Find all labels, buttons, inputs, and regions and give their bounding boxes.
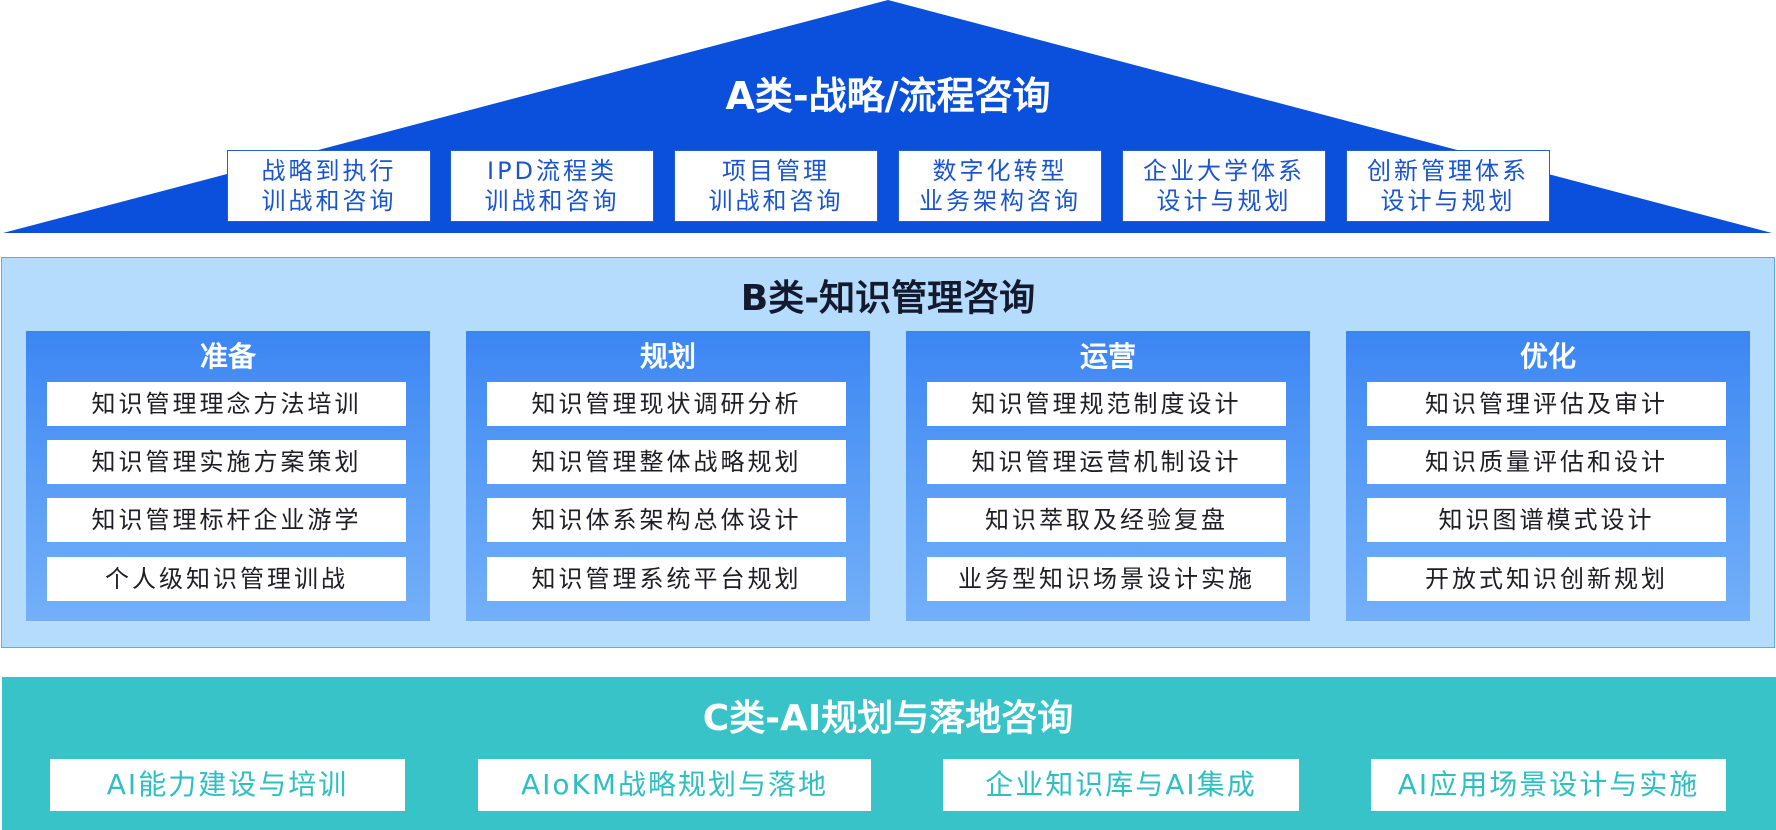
a-box-line1: 企业大学体系 xyxy=(1143,157,1305,185)
b-item: 知识管理规范制度设计 xyxy=(927,382,1286,426)
b-item: 知识质量评估和设计 xyxy=(1367,440,1726,484)
c-box-aiokm-strategy: AIoKM战略规划与落地 xyxy=(478,759,871,811)
b-item: 知识图谱模式设计 xyxy=(1367,498,1726,542)
c-box-ai-capability: AI能力建设与培训 xyxy=(50,759,405,811)
b-item: 知识管理评估及审计 xyxy=(1367,382,1726,426)
b-column-heading: 运营 xyxy=(1079,340,1136,373)
roof-shape xyxy=(3,0,1772,233)
b-item: 业务型知识场景设计实施 xyxy=(927,557,1286,601)
c-box-ai-scenarios: AI应用场景设计与实施 xyxy=(1371,759,1726,811)
a-box-line1: 战略到执行 xyxy=(261,157,397,185)
a-box-line1: 数字化转型 xyxy=(932,157,1068,185)
b-column-prepare: 准备 知识管理理念方法培训 知识管理实施方案策划 知识管理标杆企业游学 个人级知… xyxy=(26,331,430,621)
a-box-line2: 业务架构咨询 xyxy=(919,187,1081,215)
b-item: 知识管理运营机制设计 xyxy=(927,440,1286,484)
a-box-line2: 训战和咨询 xyxy=(484,187,620,215)
a-box-line1: IPD流程类 xyxy=(486,157,618,185)
a-box-line2: 设计与规划 xyxy=(1156,187,1292,215)
a-box-corporate-university: 企业大学体系 设计与规划 xyxy=(1122,150,1326,222)
b-column-optimize: 优化 知识管理评估及审计 知识质量评估和设计 知识图谱模式设计 开放式知识创新规… xyxy=(1346,331,1750,621)
a-box-line1: 创新管理体系 xyxy=(1367,157,1529,185)
b-column-plan: 规划 知识管理现状调研分析 知识管理整体战略规划 知识体系架构总体设计 知识管理… xyxy=(466,331,870,621)
b-item: 知识体系架构总体设计 xyxy=(487,498,846,542)
b-item: 知识管理标杆企业游学 xyxy=(47,498,406,542)
b-item: 知识萃取及经验复盘 xyxy=(927,498,1286,542)
a-box-line2: 设计与规划 xyxy=(1380,187,1516,215)
b-item: 知识管理实施方案策划 xyxy=(47,440,406,484)
a-box-line1: 项目管理 xyxy=(722,157,830,185)
section-b-title: B类-知识管理咨询 xyxy=(740,278,1036,319)
b-item: 知识管理整体战略规划 xyxy=(487,440,846,484)
section-c-title: C类-AI规划与落地咨询 xyxy=(702,698,1074,739)
a-box-strategy-execution: 战略到执行 训战和咨询 xyxy=(227,150,431,222)
b-column-heading: 规划 xyxy=(639,340,696,373)
a-box-line2: 训战和咨询 xyxy=(708,187,844,215)
section-a-title: A类-战略/流程咨询 xyxy=(725,74,1051,118)
b-column-operate: 运营 知识管理规范制度设计 知识管理运营机制设计 知识萃取及经验复盘 业务型知识… xyxy=(906,331,1310,621)
a-box-innovation-management: 创新管理体系 设计与规划 xyxy=(1346,150,1550,222)
a-box-digital-transformation: 数字化转型 业务架构咨询 xyxy=(898,150,1102,222)
b-item: 知识管理系统平台规划 xyxy=(487,557,846,601)
b-item: 知识管理理念方法培训 xyxy=(47,382,406,426)
b-column-heading: 优化 xyxy=(1519,340,1576,373)
b-item: 知识管理现状调研分析 xyxy=(487,382,846,426)
a-box-ipd: IPD流程类 训战和咨询 xyxy=(450,150,654,222)
a-box-line2: 训战和咨询 xyxy=(261,187,397,215)
b-item: 个人级知识管理训战 xyxy=(47,557,406,601)
b-column-heading: 准备 xyxy=(199,340,256,373)
b-item: 开放式知识创新规划 xyxy=(1367,557,1726,601)
a-box-project-management: 项目管理 训战和咨询 xyxy=(674,150,878,222)
c-box-knowledge-base-ai: 企业知识库与AI集成 xyxy=(943,759,1299,811)
